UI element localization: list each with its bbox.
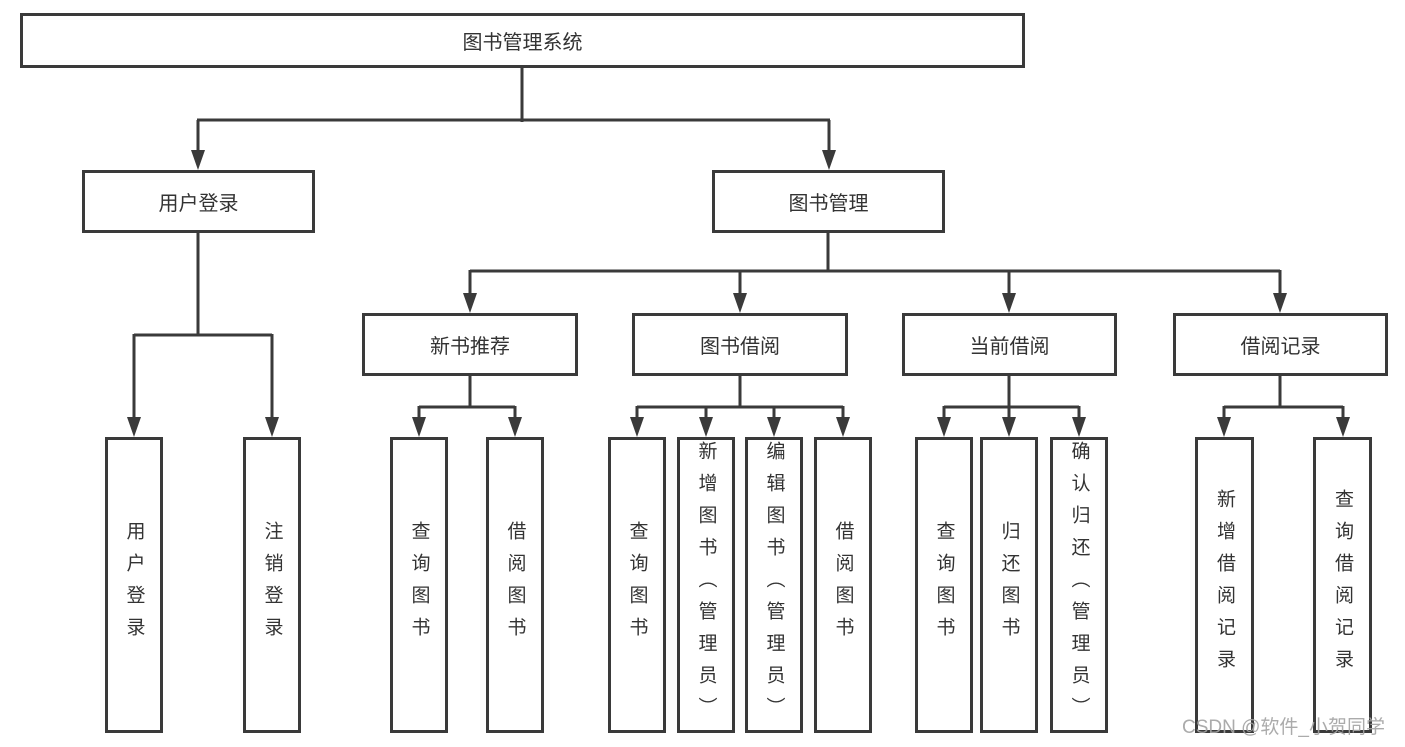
leaf-edit-books-admin: 编辑图书（管理员） xyxy=(745,437,803,733)
leaf-add-books-admin: 新增图书（管理员） xyxy=(677,437,735,733)
leaf-user-login-label: 用户登录 xyxy=(123,521,145,649)
leaf-query-borrow-record: 查询借阅记录 xyxy=(1313,437,1372,733)
leaf-borrow-books-recommend-label: 借阅图书 xyxy=(504,521,526,649)
leaf-return-books: 归还图书 xyxy=(980,437,1038,733)
leaf-borrow-books: 借阅图书 xyxy=(814,437,872,733)
leaf-query-books-borrow: 查询图书 xyxy=(608,437,666,733)
leaf-query-books-current-label: 查询图书 xyxy=(933,521,955,649)
leaf-borrow-books-label: 借阅图书 xyxy=(832,521,854,649)
leaf-query-books-current: 查询图书 xyxy=(915,437,973,733)
leaf-add-books-admin-label: 新增图书（管理员） xyxy=(695,441,717,729)
leaf-confirm-return-admin-label: 确认归还（管理员） xyxy=(1068,441,1090,729)
node-new-book-recommend: 新书推荐 xyxy=(362,313,578,376)
node-book-management-label: 图书管理 xyxy=(788,193,869,215)
leaf-logout-label: 注销登录 xyxy=(261,521,283,649)
node-user-login-label: 用户登录 xyxy=(158,193,239,215)
node-borrowing-records: 借阅记录 xyxy=(1173,313,1388,376)
csdn-watermark: CSDN @软件_小贺同学 xyxy=(1182,717,1385,738)
node-book-management: 图书管理 xyxy=(712,170,945,233)
node-root-label: 图书管理系统 xyxy=(462,32,583,54)
node-user-login: 用户登录 xyxy=(82,170,315,233)
node-current-borrowing: 当前借阅 xyxy=(902,313,1117,376)
node-current-borrowing-label: 当前借阅 xyxy=(969,336,1050,358)
leaf-add-borrow-record: 新增借阅记录 xyxy=(1195,437,1254,733)
leaf-query-books-recommend-label: 查询图书 xyxy=(408,521,430,649)
node-book-borrowing-label: 图书借阅 xyxy=(700,336,780,358)
leaf-user-login: 用户登录 xyxy=(105,437,163,733)
node-new-book-recommend-label: 新书推荐 xyxy=(430,336,510,358)
leaf-logout: 注销登录 xyxy=(243,437,301,733)
leaf-edit-books-admin-label: 编辑图书（管理员） xyxy=(763,441,785,729)
leaf-query-books-recommend: 查询图书 xyxy=(390,437,448,733)
leaf-borrow-books-recommend: 借阅图书 xyxy=(486,437,544,733)
leaf-query-borrow-record-label: 查询借阅记录 xyxy=(1332,489,1353,681)
leaf-query-books-borrow-label: 查询图书 xyxy=(626,521,648,649)
node-book-borrowing: 图书借阅 xyxy=(632,313,848,376)
leaf-confirm-return-admin: 确认归还（管理员） xyxy=(1050,437,1108,733)
leaf-return-books-label: 归还图书 xyxy=(998,521,1020,649)
node-borrowing-records-label: 借阅记录 xyxy=(1240,336,1321,358)
leaf-add-borrow-record-label: 新增借阅记录 xyxy=(1214,489,1235,681)
node-root: 图书管理系统 xyxy=(20,13,1025,68)
